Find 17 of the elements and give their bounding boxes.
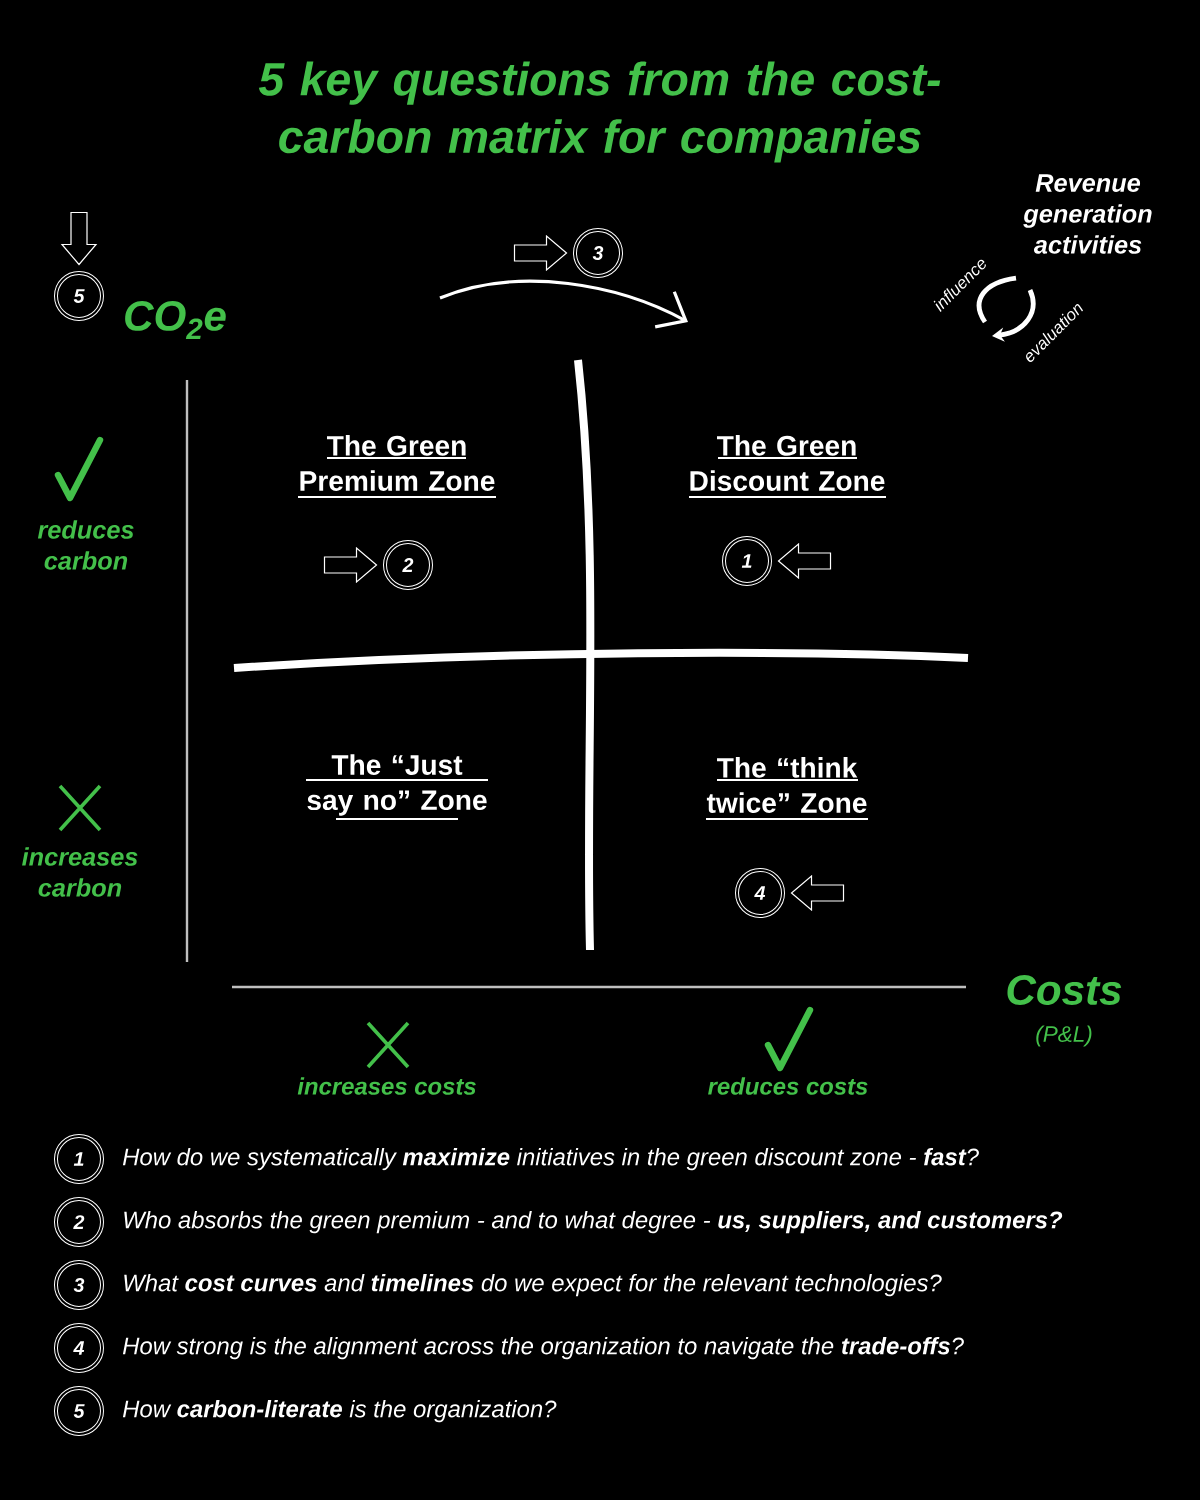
question-text: How strong is the alignment across the organization to navigate the trade-offs? (122, 1336, 964, 1360)
axis-label: reduces costs (708, 1077, 868, 1095)
axis-title: Costs (1007, 975, 1122, 1005)
zone-title: The “Just say no” Zone (305, 754, 489, 820)
question-text: How do we systematically maximize initiatives in the green discount zone - fast? (122, 1147, 979, 1171)
title: 5 key questions from the cost-carbon matrix for companies (258, 61, 941, 163)
question-text: Who absorbs the green premium - and to what degree - us, suppliers, and customers? (124, 1210, 1063, 1234)
annotation-text: Revenue generation activities (1023, 174, 1152, 254)
zone-title: The Green Premium Zone (297, 435, 497, 498)
zone-title: The “think twice” Zone (705, 757, 869, 820)
question-text: How carbon-literate is the organization? (122, 1399, 557, 1423)
question-text: What cost curves and timelines do we expect for the relevant technologies? (124, 1273, 942, 1297)
axis-label: increases costs (297, 1077, 476, 1095)
axis-label: reduces carbon (37, 520, 134, 570)
axis-label: increases carbon (22, 847, 138, 897)
axis-subtitle: (P&L) (1036, 1025, 1092, 1047)
zone-title: The Green Discount Zone (688, 435, 887, 498)
